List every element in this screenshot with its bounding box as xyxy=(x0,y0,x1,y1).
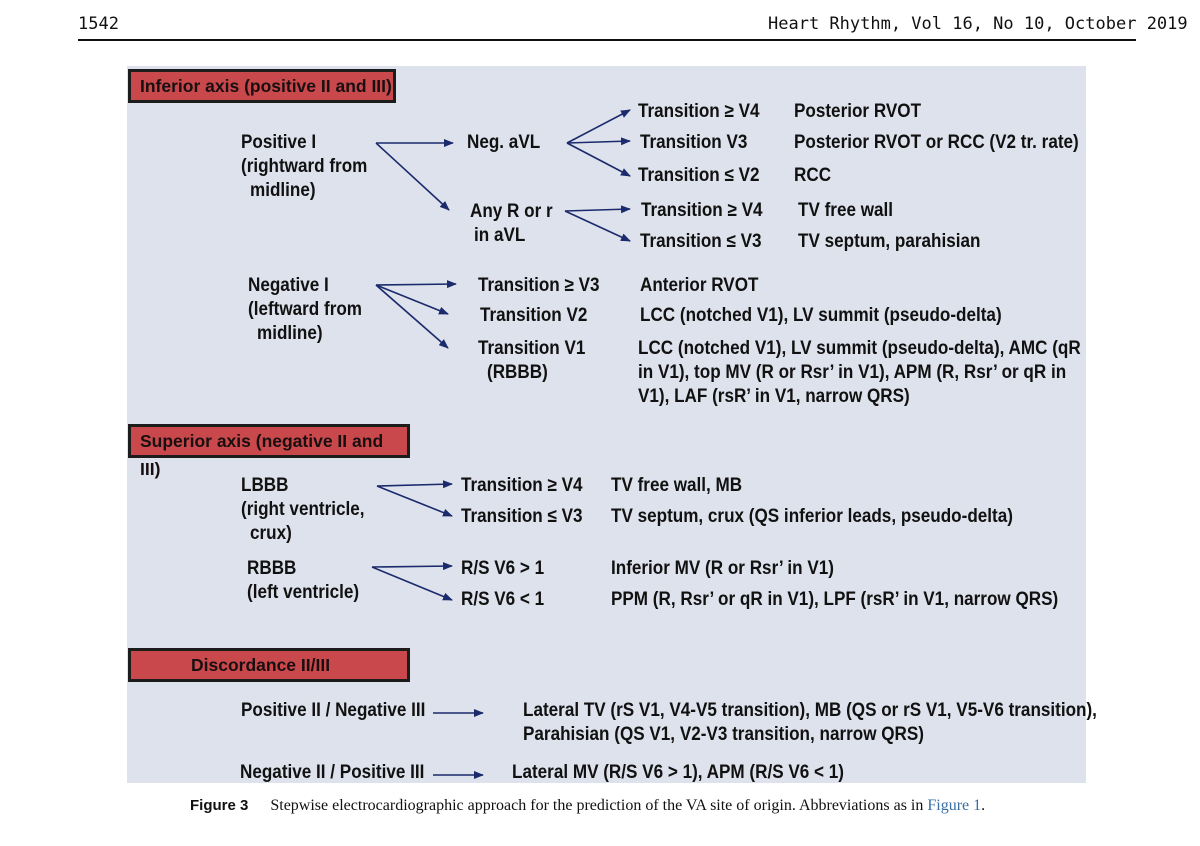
journal-citation: Heart Rhythm, Vol 16, No 10, October 201… xyxy=(768,14,1188,34)
site-label: V1), LAF (rsR’ in V1, narrow QRS) xyxy=(638,386,910,407)
transition-label: Transition ≥ V4 xyxy=(461,475,583,496)
transition-label: Transition ≤ V2 xyxy=(638,165,760,186)
site-label: TV septum, crux (QS inferior leads, pseu… xyxy=(611,506,1013,527)
site-label: Posterior RVOT or RCC (V2 tr. rate) xyxy=(794,132,1079,153)
pos-ii-neg-iii-label: Positive II / Negative III xyxy=(241,700,426,721)
site-label: Parahisian (QS V1, V2-V3 transition, nar… xyxy=(523,724,925,745)
header-rule xyxy=(78,39,1136,41)
site-label: Lateral MV (R/S V6 > 1), APM (R/S V6 < 1… xyxy=(512,762,844,783)
figure-reference-link[interactable]: Figure 1 xyxy=(927,797,982,814)
transition-label: Transition ≥ V3 xyxy=(478,275,600,296)
positive-i-label: (rightward from xyxy=(241,156,368,177)
site-label: TV free wall xyxy=(798,200,894,221)
neg-avl-label: Neg. aVL xyxy=(467,132,541,153)
neg-ii-pos-iii-label: Negative II / Positive III xyxy=(240,762,425,783)
transition-label: (RBBB) xyxy=(487,362,548,383)
negative-i-label: midline) xyxy=(257,323,323,344)
rbbb-label: (left ventricle) xyxy=(247,582,360,603)
any-r-avl-label: in aVL xyxy=(474,225,526,246)
positive-i-label: Positive I xyxy=(241,132,317,153)
site-label: RCC xyxy=(794,165,832,186)
site-label: Anterior RVOT xyxy=(640,275,759,296)
figure-label: Figure 3 xyxy=(190,797,249,814)
caption-end: . xyxy=(981,797,986,814)
transition-label: R/S V6 < 1 xyxy=(461,589,545,610)
section-inferior-axis: Inferior axis (positive II and III) xyxy=(128,69,396,103)
site-label: in V1), top MV (R or Rsr’ in V1), APM (R… xyxy=(638,362,1067,383)
site-label: Posterior RVOT xyxy=(794,101,922,122)
section-superior-axis: Superior axis (negative II and III) xyxy=(128,424,410,479)
lbbb-label: crux) xyxy=(250,523,292,544)
negative-i-label: (leftward from xyxy=(248,299,363,320)
negative-i-label: Negative I xyxy=(248,275,329,296)
transition-label: Transition V3 xyxy=(640,132,748,153)
transition-label: R/S V6 > 1 xyxy=(461,558,545,579)
site-label: LCC (notched V1), LV summit (pseudo-delt… xyxy=(640,305,1002,326)
site-label: PPM (R, Rsr’ or qR in V1), LPF (rsR’ in … xyxy=(611,589,1059,610)
transition-label: Transition V2 xyxy=(480,305,588,326)
transition-label: Transition ≥ V4 xyxy=(638,101,760,122)
page-number: 1542 xyxy=(78,14,119,34)
transition-label: Transition V1 xyxy=(478,338,586,359)
figure-caption: Figure 3 Stepwise electrocardiographic ap… xyxy=(190,797,985,815)
site-label: LCC (notched V1), LV summit (pseudo-delt… xyxy=(638,338,1081,359)
any-r-avl-label: Any R or r xyxy=(470,201,553,222)
site-label: Inferior MV (R or Rsr’ in V1) xyxy=(611,558,834,579)
positive-i-label: midline) xyxy=(250,180,316,201)
transition-label: Transition ≥ V4 xyxy=(641,200,763,221)
lbbb-label: (right ventricle, xyxy=(241,499,365,520)
lbbb-label: LBBB xyxy=(241,475,289,496)
site-label: Lateral TV (rS V1, V4-V5 transition), MB… xyxy=(523,700,1097,721)
site-label: TV septum, parahisian xyxy=(798,231,981,252)
rbbb-label: RBBB xyxy=(247,558,297,579)
transition-label: Transition ≤ V3 xyxy=(461,506,583,527)
caption-text: Stepwise electrocardiographic approach f… xyxy=(270,797,928,814)
transition-label: Transition ≤ V3 xyxy=(640,231,762,252)
section-discordance: Discordance II/III xyxy=(128,648,410,682)
site-label: TV free wall, MB xyxy=(611,475,743,496)
